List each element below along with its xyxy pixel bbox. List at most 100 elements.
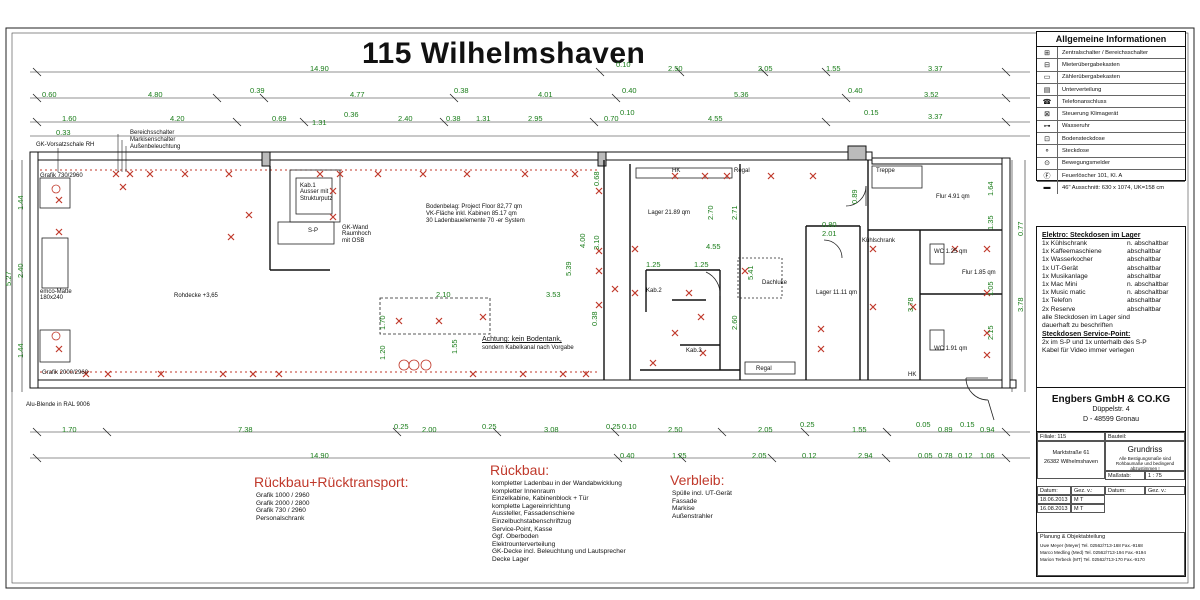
dim-label: 1.35 [986, 215, 995, 230]
kabine-2-label: Kab.2 [646, 288, 662, 294]
elektro-heading: Elektro: Steckdosen im Lager [1042, 232, 1141, 239]
rueckbau-transport-heading: Rückbau+Rücktransport: [254, 474, 409, 490]
dim-label: 5.27 [4, 271, 13, 286]
list-item: Grafik 2000 / 2800 [256, 499, 310, 507]
rohdecke-label: Rohdecke +3,65 [174, 293, 218, 299]
dim-label: 0.33 [56, 128, 71, 137]
elektro-state: abschaltbar [1127, 272, 1162, 280]
regal-bottom [744, 361, 796, 375]
regal-label: Regal [734, 168, 750, 174]
feuerloescher-icon: Ⓕ [1037, 169, 1058, 182]
elektro-note: Kabel für Video immer verlegen [1042, 347, 1135, 355]
dim-label: 0.15 [864, 108, 879, 117]
dim-label: 3.10 [592, 235, 601, 250]
dim-label: 0.40 [620, 451, 635, 460]
dim-label: 1.60 [62, 114, 77, 123]
dim-label: 1.05 [986, 281, 995, 296]
elektro-state: abschaltbar [1127, 305, 1162, 313]
scale-cell: 1 : 75 [1145, 471, 1185, 480]
dim-label: 4.00 [578, 233, 587, 248]
list-item: Außenstrahler [672, 512, 713, 520]
dim-label: 2.10 [436, 290, 451, 299]
date-label-cell: Datum: [1105, 486, 1145, 495]
dim-label: 1.70 [62, 425, 77, 434]
dim-label: 0.69 [272, 114, 287, 123]
socket-marks [51, 184, 432, 371]
list-item: Spülle incl. UT-Gerät [672, 490, 732, 497]
dim-label: 2.15 [986, 325, 995, 340]
dim-label: 2.05 [752, 451, 767, 460]
dim-label: 3.78 [906, 297, 915, 312]
legend-panel: Allgemeine Informationen ⊞Zentralschalte… [1036, 31, 1186, 194]
facade-markings [40, 169, 600, 373]
company-block: Engbers GmbH & CO.KG Düppelstr. 4 D - 48… [1037, 388, 1185, 432]
dim-label: 0.36 [344, 110, 359, 119]
company-city: D - 48599 Gronau [1082, 416, 1140, 423]
dim-label: 0.25 [800, 420, 815, 429]
elektro-note: dauerhaft zu beschriften [1042, 321, 1113, 329]
list-item: Ggf. Oberboden [492, 533, 539, 541]
elektro-row: 1x Musikanlage abschaltbar [1037, 273, 1185, 281]
dim-label: 1.31 [312, 118, 327, 127]
list-item: Markise [672, 505, 695, 513]
elektro-panel: Elektro: Steckdosen im Lager 1x Kühlschr… [1036, 226, 1186, 388]
dim-label: 3.37 [928, 112, 943, 121]
dim-label: 3.53 [546, 290, 561, 299]
legend-label: Zentralschalter / Bereichsschalter [1062, 49, 1149, 56]
drawing-note: Alle Bestigungsmaße sind Rohbaumaße und … [1115, 456, 1175, 471]
legend-header: Allgemeine Informationen [1037, 32, 1185, 47]
contact-line: Uwe Meyer (Meyer) Tel. 02562/713-168 Fax… [1040, 543, 1143, 548]
regal-label: Regal [756, 366, 772, 372]
dim-label: 1.25 [672, 451, 687, 460]
dim-label: 4.80 [148, 90, 163, 99]
dim-label: 0.38 [590, 311, 599, 326]
drawn-by-label-cell: Gez. v.: [1071, 486, 1105, 495]
dim-label: 0.39 [250, 86, 265, 95]
verbleib-list: Spülle incl. UT-Gerät Fassade Markise Au… [672, 490, 732, 520]
dim-label: 3.37 [928, 64, 943, 73]
elektro-heading: Steckdosen Service-Point: [1042, 331, 1131, 339]
legend-row: ⊞Zentralschalter / Bereichsschalter [1037, 47, 1185, 60]
dim-label: 2.40 [398, 114, 413, 123]
dim-label: 2.40 [16, 263, 25, 278]
list-item: Personalschrank [256, 514, 305, 522]
cabin-1-inner [295, 177, 333, 215]
list-item: GK-Decke incl. Beleuchtung und Lautsprec… [492, 548, 626, 556]
dim-label: 0.25 [482, 422, 497, 431]
legend-row: ▭ Zählerübergabekasten [1037, 71, 1185, 84]
company-street: Düppelstr. 4 [1092, 406, 1130, 413]
elektro-state: n. abschaltbar [1127, 289, 1169, 297]
legend-label: Steuerung Klimagerät [1062, 111, 1119, 118]
steckdose-icon: ⚬ [1037, 145, 1058, 157]
dim-label: 14.90 [310, 451, 329, 460]
dim-label: 0.05 [918, 451, 933, 460]
elektro-note: 2x im S-P und 1x unterhalb des S-P [1042, 339, 1147, 347]
address-cell: Marktstraße 61 26382 Wilhelmshaven [1037, 441, 1105, 479]
dim-label: 0.94 [980, 425, 995, 434]
dim-label: 1.55 [826, 64, 841, 73]
grafik-730-label: Grafik 730/2960 [40, 173, 83, 179]
elektro-item: 1x Telefon [1042, 297, 1072, 305]
elektro-item: 1x Musikanlage [1042, 272, 1088, 280]
north-wall [37, 151, 873, 161]
legend-label: Zählerübergabekasten [1062, 74, 1121, 81]
zaehleruebergabekasten-icon: ▭ [1037, 71, 1058, 83]
sheet-border [5, 27, 1195, 589]
ladenbau-label: 30 Ladenbauelemente 70 -er System [426, 218, 525, 224]
dim-label: 1.20 [378, 345, 387, 360]
south-wall [37, 379, 1017, 389]
list-item: kompletter Ladenbau in der Wandabwicklun… [492, 480, 622, 487]
dim-label: 1.55 [852, 425, 867, 434]
dim-label: 2.00 [422, 425, 437, 434]
dim-label: 0.89 [850, 189, 859, 204]
dim-label: 4.77 [350, 90, 365, 99]
scale-label-cell: Maßstab: [1105, 471, 1145, 480]
dim-label: 2.50 [668, 425, 683, 434]
regal-top [635, 167, 733, 179]
dimension-lines-right [1011, 160, 1026, 392]
legend-row: ⊙Bewegungsmelder [1037, 157, 1185, 170]
